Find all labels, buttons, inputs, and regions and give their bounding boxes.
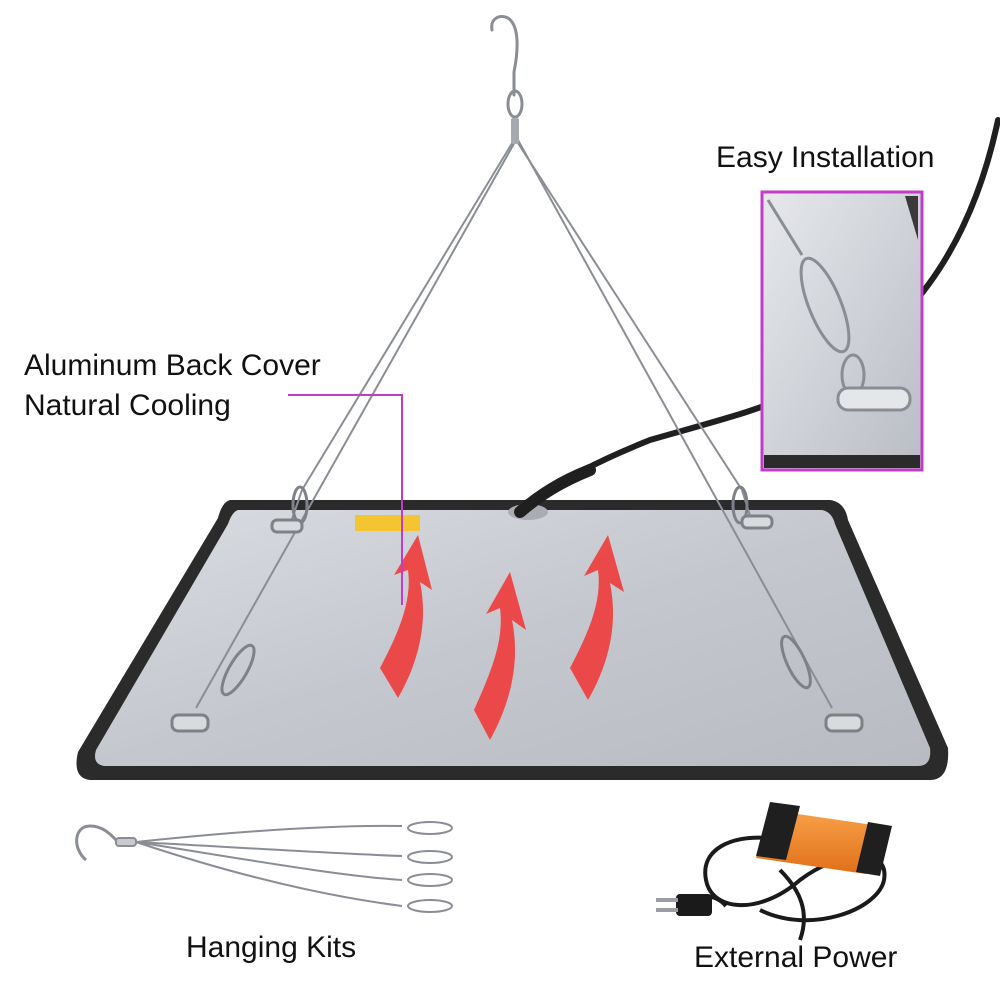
power-cable	[517, 117, 1000, 513]
back-cover-callout-line	[288, 394, 403, 605]
hanging-kits-label: Hanging Kits	[186, 931, 357, 964]
easy-installation-inset	[760, 190, 924, 472]
external-power-label: External Power	[694, 941, 898, 974]
external-power-illustration	[656, 802, 892, 941]
panel-clips	[170, 485, 864, 733]
warning-sticker	[355, 515, 420, 531]
hanging-kit-illustration	[75, 821, 453, 913]
back-cover-label-line1: Aluminum Back Cover	[24, 349, 321, 382]
heat-arrow-icon	[380, 535, 624, 740]
back-cover-label-line2: Natural Cooling	[24, 389, 231, 422]
plug-icon	[656, 894, 712, 916]
easy-installation-label: Easy Installation	[716, 141, 935, 174]
power-driver-icon	[756, 802, 892, 876]
hook-icon	[490, 15, 524, 144]
